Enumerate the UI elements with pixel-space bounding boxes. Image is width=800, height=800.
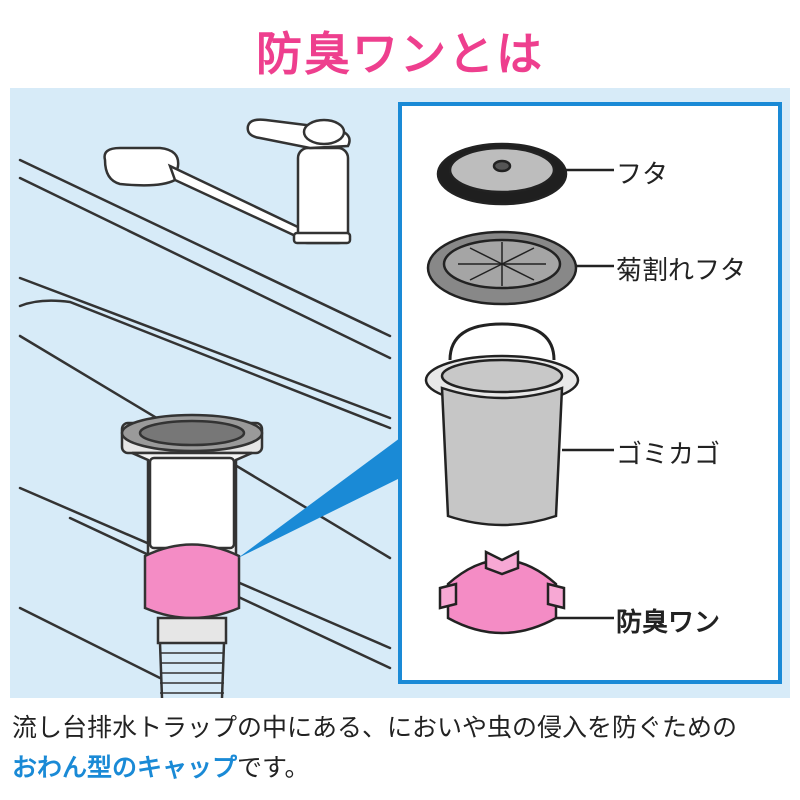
drain-assembly (120, 413, 264, 698)
odor-cap-part (438, 549, 614, 635)
lid-part (436, 142, 614, 206)
basket-part (424, 322, 614, 527)
label-odor-cap: 防臭ワン (616, 608, 721, 638)
illustration (18, 102, 782, 698)
description-line-2-rest: です。 (237, 753, 310, 782)
label-lid: フタ (616, 160, 669, 190)
callout-wedge (238, 438, 400, 558)
faucet (103, 118, 352, 245)
page-title: 防臭ワンとは (256, 27, 544, 81)
description: 流し台排水トラップの中にある、においや虫の侵入を防ぐための おわん型のキャップで… (12, 708, 792, 788)
slit-lid-part (426, 230, 614, 306)
label-basket: ゴミカゴ (616, 440, 721, 470)
description-line-1: 流し台排水トラップの中にある、においや虫の侵入を防ぐための (12, 713, 738, 742)
description-highlight: おわん型のキャップ (12, 753, 238, 782)
label-slit-lid: 菊割れフタ (616, 256, 747, 286)
description-line-2: おわん型のキャップです。 (12, 748, 792, 788)
